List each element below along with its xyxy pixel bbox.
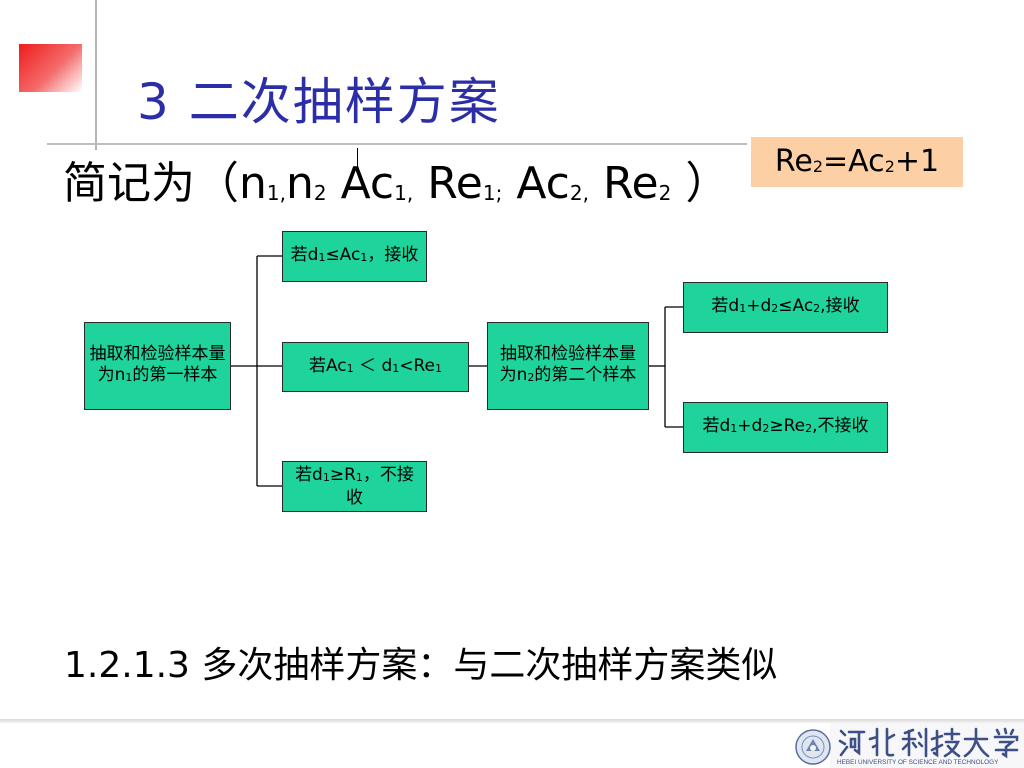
notation-ac2: Ac [502,158,570,209]
continue-box: 若Ac1 ＜ d1<Re1 [282,342,469,392]
box-text: 抽取和检验样本量为 [499,344,636,385]
box-sub: 1 [730,422,738,435]
box-text: 若d [702,416,731,436]
box-text: ≤Ac [325,245,361,265]
decorative-horizontal-line [47,143,747,145]
university-wordmark-logo: HEBEI UNIVERSITY OF SCIENCE AND TECHNOLO… [837,727,1019,765]
notation-re2-sub: 2 [658,181,672,205]
box-text: +d [746,296,772,316]
box-sub: 1 [435,361,443,375]
reject-second-text: 若d1+d2≥Re2,不接收 [702,416,868,439]
box-text: 的第二个样本 [534,365,637,385]
accept-first-text: 若d1≤Ac1，接收 [291,245,419,268]
box-sub: 2 [771,302,779,315]
box-sub: 2 [527,371,535,384]
reject-first-box: 若d1≥R1，不接收 [282,461,427,512]
box-text: 若d [711,296,740,316]
box-text: ，接收 [367,245,419,265]
box-sub: 1 [346,361,354,375]
box-text: n [114,365,126,385]
box-sub: 1 [318,251,326,264]
box-sub: 1 [392,361,400,375]
note-part: Re [774,144,813,179]
box-sub: 1 [355,470,363,484]
box-text: ,不接收 [812,416,869,436]
decorative-vertical-line [95,0,97,150]
second-sample-text: 抽取和检验样本量为n2的第二个样本 [492,344,644,388]
note-part: +1 [894,144,940,179]
box-text: ，不接收 [346,464,414,508]
box-text: ≤Ac [778,296,814,316]
reject-first-text: 若d1≥R1，不接收 [287,465,422,509]
decorative-tick [357,148,358,170]
slide-title: 3 二次抽样方案 [137,73,501,131]
box-sub: 2 [762,422,770,435]
box-text: 若d [290,245,319,265]
notation-n1: n [239,158,267,209]
accept-second-text: 若d1+d2≤Ac2,接收 [711,296,859,319]
multiple-sampling-note: 1.2.1.3 多次抽样方案：与二次抽样方案类似 [64,645,778,686]
notation-re1: Re [413,158,483,209]
notation-n1-sub: 1, [266,181,286,205]
note-part: =Ac [823,144,885,179]
note-sub: 2 [884,157,895,176]
box-text: 若Ac [308,355,347,376]
box-text: ≥Re [769,416,806,436]
box-sub: 1 [360,251,368,264]
box-text: ≥R [329,464,356,485]
svg-text:HEBEI UNIVERSITY OF SCIENCE AN: HEBEI UNIVERSITY OF SCIENCE AND TECHNOLO… [837,759,999,765]
box-text: ,接收 [820,296,860,316]
decorative-square [19,44,82,92]
reject-second-box: 若d1+d2≥Re2,不接收 [683,402,888,453]
notation-ac1: Ac [326,158,395,209]
box-sub: 2 [813,302,821,315]
notation-prefix: 简记为（ [63,158,239,209]
box-sub: 1 [125,371,133,384]
notation-n2: n [285,158,314,209]
box-sub: 1 [739,302,747,315]
box-text: 的第一样本 [132,365,218,385]
university-seal-icon [795,729,831,765]
footer-rule [0,719,1024,723]
plan-notation: 简记为（n1,n2 Ac1, Re1; Ac2, Re2 ） [63,158,730,209]
notation-ac2-sub: 2, [569,181,589,205]
second-sample-box: 抽取和检验样本量为n2的第二个样本 [487,322,649,410]
formula-note: Re2=Ac2+1 [751,137,963,187]
notation-suffix: ） [671,158,730,209]
box-text: <Re [399,355,436,376]
box-text: 抽取和检验样本量为 [89,344,226,385]
box-text: ＜ d [353,355,393,376]
first-sample-box: 抽取和检验样本量为n1的第一样本 [84,322,231,410]
notation-re1-sub: 1; [482,181,503,205]
notation-n2-sub: 2 [313,181,327,205]
accept-first-box: 若d1≤Ac1，接收 [282,231,427,282]
accept-second-box: 若d1+d2≤Ac2,接收 [683,282,888,333]
continue-text: 若Ac1 ＜ d1<Re1 [309,356,442,379]
notation-re2: Re [588,158,659,209]
first-sample-text: 抽取和检验样本量为n1的第一样本 [89,344,226,388]
box-sub: 2 [805,422,813,435]
box-text: +d [737,416,763,436]
box-sub: 1 [322,470,330,484]
box-text: 若d [295,464,323,485]
box-text: n [516,365,528,385]
note-sub: 2 [812,157,824,176]
notation-ac1-sub: 1, [394,181,414,205]
